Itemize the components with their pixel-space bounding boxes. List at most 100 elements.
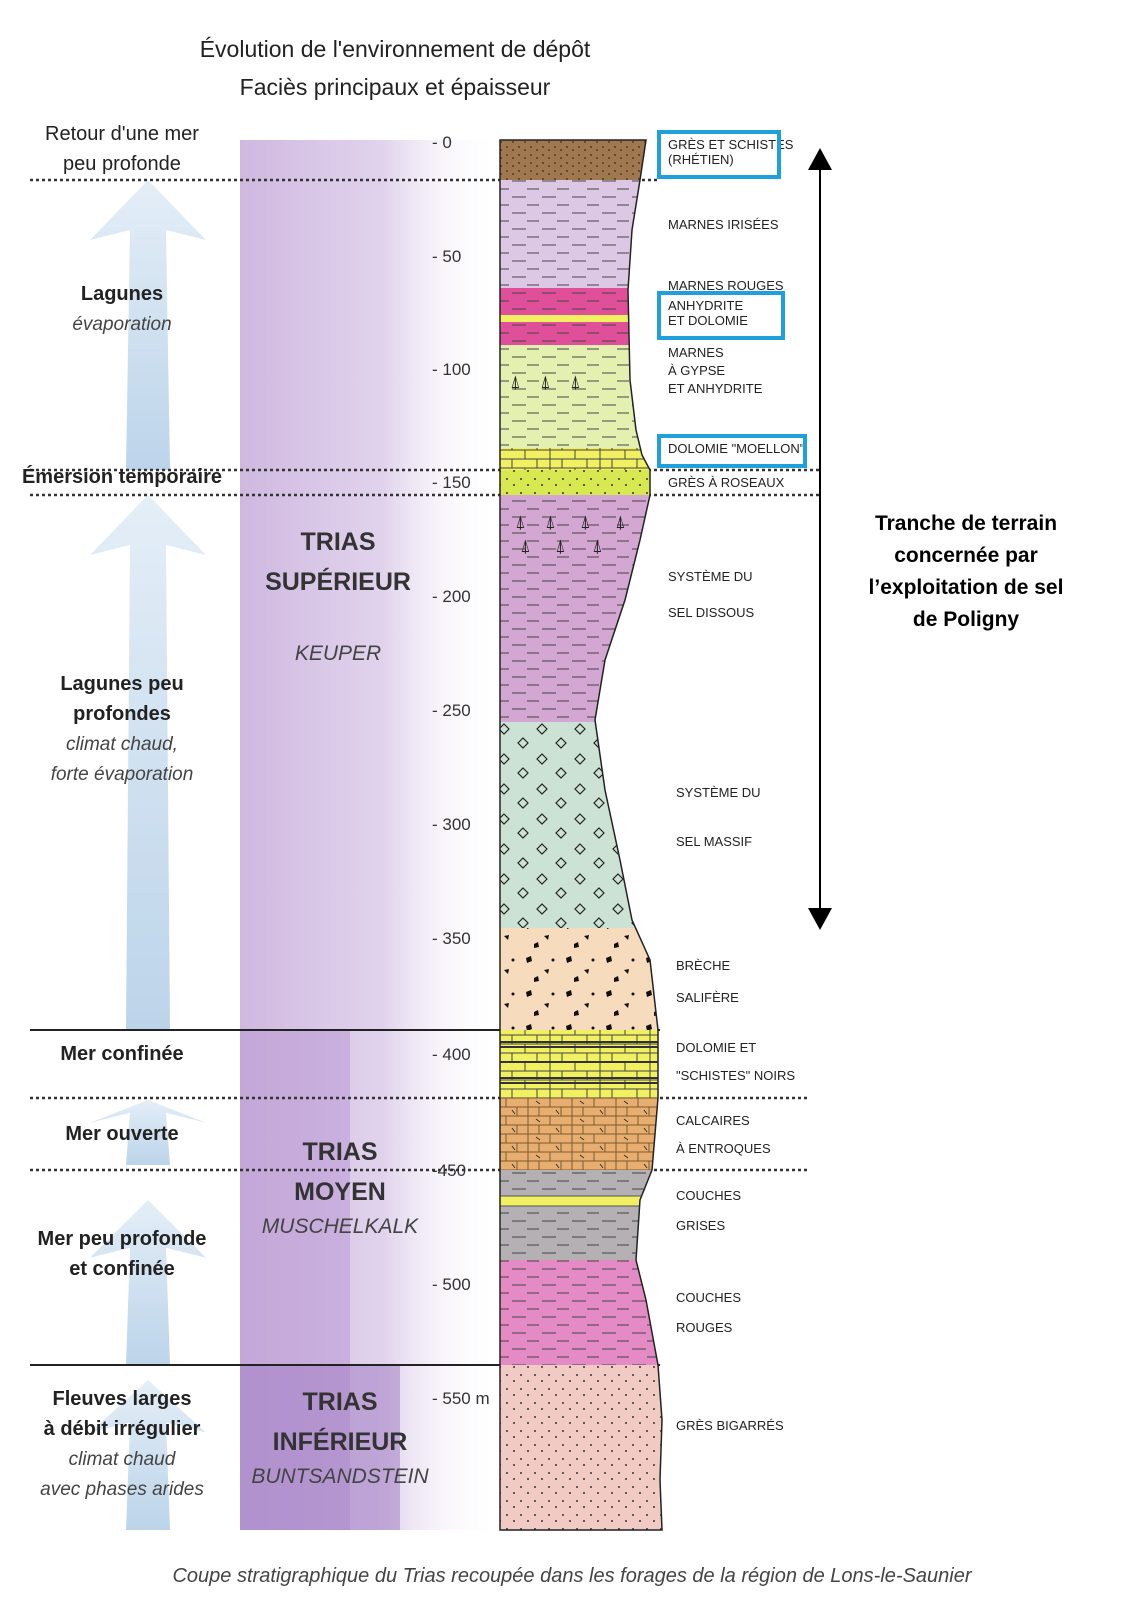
layer-rhetien-pattern (500, 140, 680, 180)
annotation-line: concernée par (894, 544, 1038, 567)
environment-label-line: Retour d'une mer (45, 123, 199, 145)
gypsum-glyph: ⍋ (555, 536, 566, 556)
gypsum-glyph: ⍋ (510, 372, 521, 392)
layer-breche-pattern (500, 928, 680, 1030)
environment-label-line: Mer ouverte (65, 1123, 178, 1145)
lithology-label-line: COUCHES (676, 1188, 741, 1203)
layer-couches-rouges-pattern (500, 1260, 680, 1365)
environment-label-line: peu profonde (63, 153, 181, 175)
lithology-label-line: DOLOMIE ET (676, 1040, 756, 1055)
depth-label: - 300 (432, 815, 471, 834)
layer-anhydrite-dolomie (500, 315, 680, 322)
environment-label-line: Fleuves larges (53, 1388, 192, 1410)
lithology-label-line: "SCHISTES" NOIRS (676, 1068, 795, 1083)
lithology-label-line: ET DOLOMIE (668, 313, 748, 328)
layer-marnes-gypse-pattern (500, 345, 680, 448)
period-label-line: SUPÉRIEUR (265, 567, 411, 596)
environment-label-line: climat chaud (69, 1449, 177, 1470)
trend-arrow (90, 1200, 206, 1365)
layer-gres-bigarres-pattern (500, 1365, 680, 1530)
lithology-label-line: À ENTROQUES (676, 1141, 771, 1156)
lithology-label-line: GRISES (676, 1218, 725, 1233)
environment-label-line: avec phases arides (40, 1479, 204, 1500)
lithology-label-line: À GYPSE (668, 363, 725, 378)
dolomite-bed (500, 1196, 680, 1206)
lithology-label-line: SYSTÈME DU (668, 569, 753, 584)
lithology-label-line: BRÈCHE (676, 958, 731, 973)
period-stage-name: MUSCHELKALK (262, 1215, 419, 1238)
lithology-label-line: (RHÉTIEN) (668, 152, 734, 167)
lithology-label-line: GRÈS BIGARRÉS (676, 1418, 784, 1433)
lithology-label-line: ET ANHYDRITE (668, 381, 763, 396)
period-stage-name: BUNTSANDSTEIN (251, 1465, 429, 1488)
environment-label-line: Lagunes (81, 283, 163, 305)
lithology-label-line: DOLOMIE "MOELLON" (668, 441, 805, 456)
lithology-labels: GRÈS ET SCHISTES(RHÉTIEN) MARNES IRISÉES M… (659, 132, 805, 1433)
lithology-label-line: MARNES IRISÉES (668, 217, 779, 232)
gypsum-glyph: ⍋ (515, 512, 526, 532)
title-line-1: Évolution de l'environnement de dépôt (200, 36, 591, 62)
lithology-label-line: ANHYDRITE (668, 298, 743, 313)
lithology-label-line: ROUGES (676, 1320, 733, 1335)
depth-label: -450 (432, 1161, 466, 1180)
depth-label: - 150 (432, 473, 471, 492)
period-label-line: INFÉRIEUR (273, 1427, 408, 1456)
environment-label-line: Mer peu profonde (38, 1228, 207, 1250)
environment-label-line: profondes (73, 703, 171, 725)
lithology-label-line: CALCAIRES (676, 1113, 750, 1128)
depth-label: - 350 (432, 929, 471, 948)
depth-label: - 200 (432, 587, 471, 606)
period-label-line: TRIAS (303, 1388, 378, 1416)
period-label-line: TRIAS (303, 1138, 378, 1166)
period-label-line: TRIAS (301, 528, 376, 556)
lithology-label-line: MARNES (668, 345, 724, 360)
depth-label: - 550 m (432, 1389, 490, 1408)
layer-marnes-rouges-pattern (500, 288, 680, 315)
environment-arrows (90, 180, 206, 1530)
period-label-line: MOYEN (294, 1178, 386, 1206)
lithology-label-line: COUCHES (676, 1290, 741, 1305)
trend-arrow (90, 495, 206, 1030)
gypsum-glyph: ⍋ (592, 536, 603, 556)
depth-label: - 50 (432, 247, 461, 266)
layer-dolomie-moellon-pattern (500, 448, 680, 470)
title-line-2: Faciès principaux et épaisseur (240, 74, 551, 100)
gypsum-glyph: ⍋ (540, 372, 551, 392)
lithology-label-line: SYSTÈME DU (676, 785, 761, 800)
layer-marnes-rouges-2-pattern (500, 322, 680, 345)
depth-label: - 500 (432, 1275, 471, 1294)
annotation-line: l’exploitation de sel (869, 576, 1064, 599)
environment-label-line: évaporation (72, 314, 171, 335)
environment-label-line: et confinée (69, 1258, 175, 1280)
environment-label-line: à débit irrégulier (44, 1418, 201, 1440)
environment-label-line: Lagunes peu (60, 673, 183, 695)
gypsum-glyph: ⍋ (580, 512, 591, 532)
environment-label-line: climat chaud, (66, 734, 178, 755)
environment-label-line: Mer confinée (60, 1043, 183, 1065)
layer-sel-massif-pattern (500, 722, 680, 928)
figure-caption: Coupe stratigraphique du Trias recoupée … (172, 1565, 972, 1587)
gypsum-glyph: ⍋ (615, 512, 626, 532)
lithology-column: ⍋⍋⍋⍋⍋⍋⍋⍋⍋⍋ (500, 140, 680, 1530)
period-stage-name: KEUPER (295, 642, 381, 665)
lithology-label-line: SEL MASSIF (676, 834, 752, 849)
lithology-label-line: GRÈS À ROSEAUX (668, 475, 785, 490)
depth-label: - 0 (432, 133, 452, 152)
layer-marnes-irisees-pattern (500, 180, 680, 288)
exploitation-range-arrow (808, 148, 832, 930)
lithology-label-line: GRÈS ET SCHISTES (668, 137, 794, 152)
layer-dolomie-schistes-pattern (500, 1030, 680, 1098)
layer-couches-grises-pattern (500, 1170, 680, 1260)
gypsum-glyph: ⍋ (545, 512, 556, 532)
gypsum-glyph: ⍋ (570, 372, 581, 392)
lithology-label-line: SEL DISSOUS (668, 605, 755, 620)
gypsum-glyph: ⍋ (520, 536, 531, 556)
lithology-label-line: MARNES ROUGES (668, 278, 784, 293)
environment-label-line: Émersion temporaire (22, 465, 222, 488)
depth-label: - 400 (432, 1045, 471, 1064)
depth-label: - 250 (432, 701, 471, 720)
environment-label-line: forte évaporation (51, 764, 194, 785)
